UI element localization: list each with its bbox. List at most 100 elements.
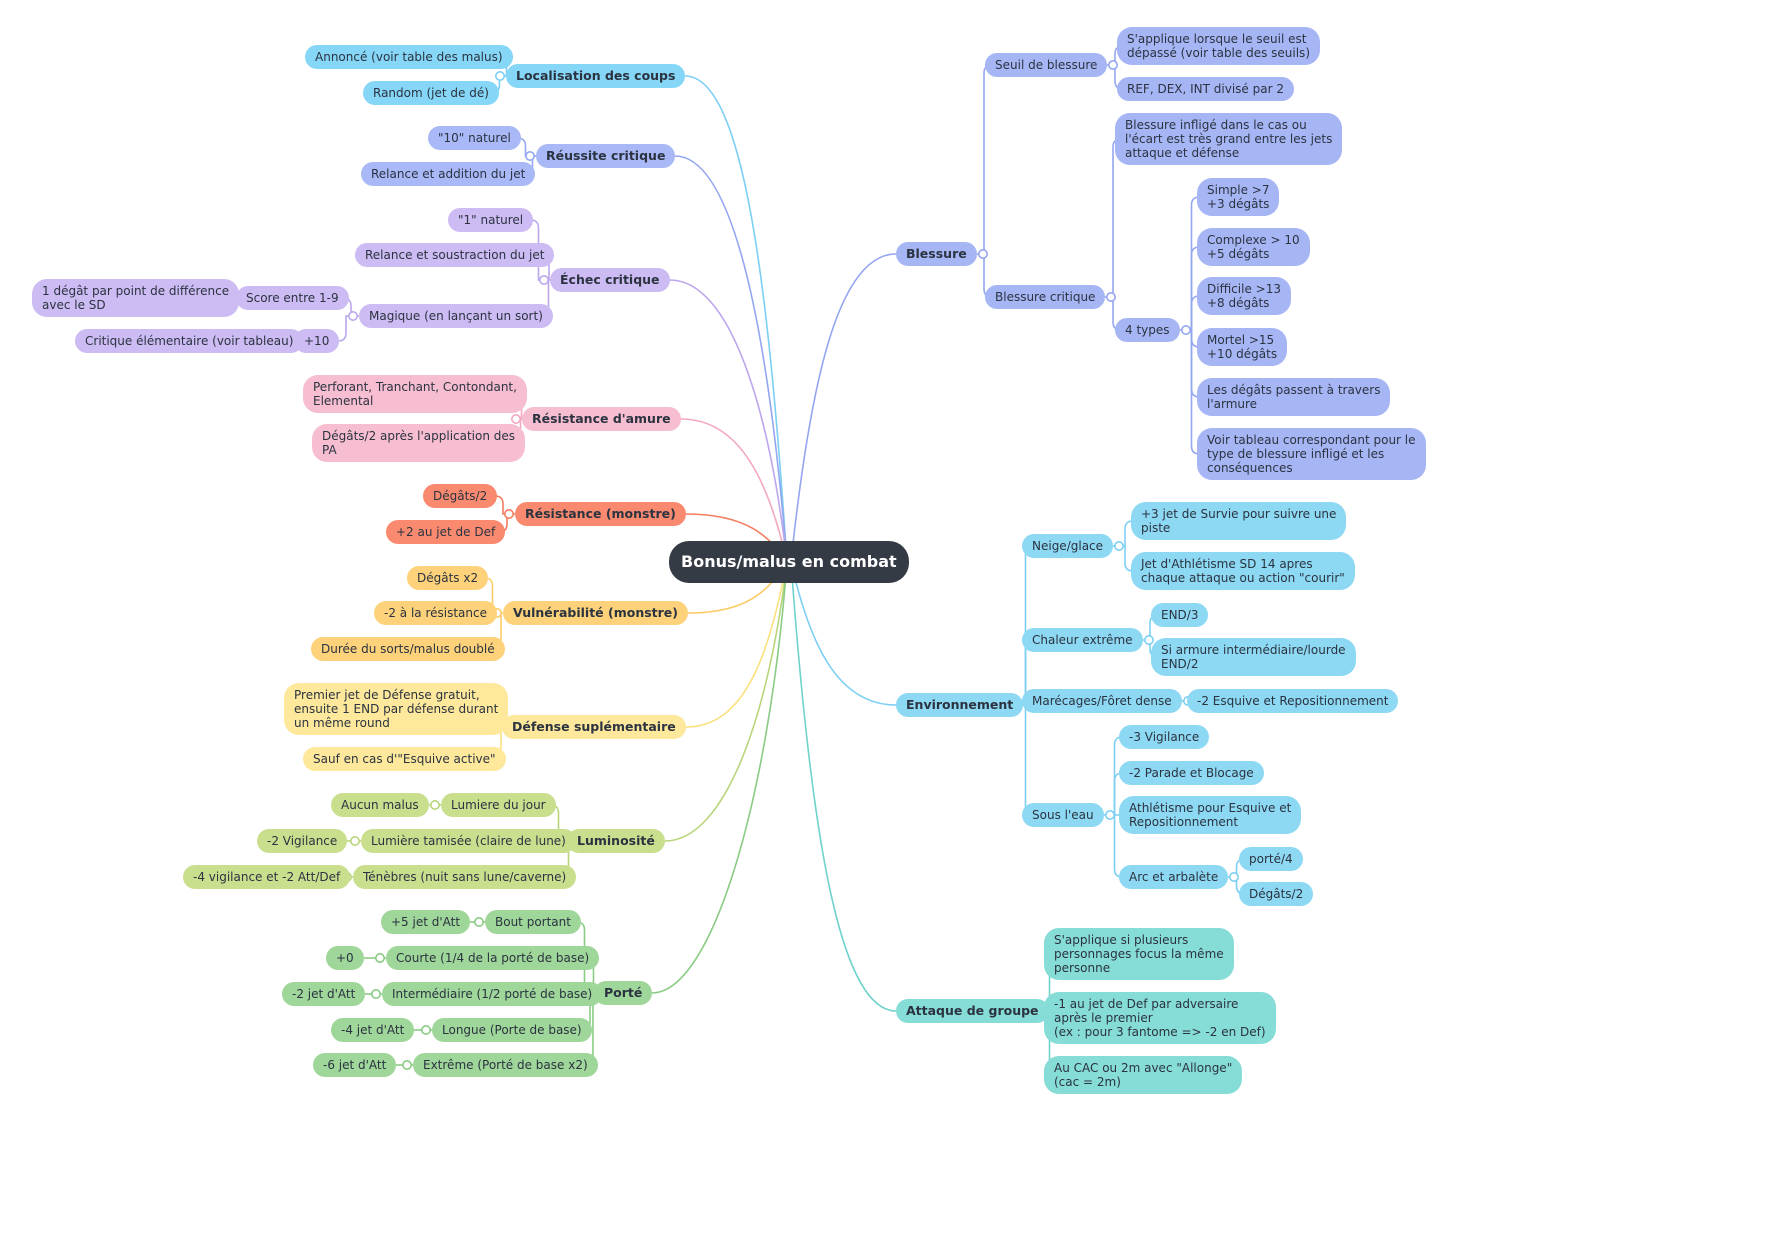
leaf-plus5-att[interactable]: +5 jet d'Att	[381, 910, 471, 934]
link-leaf-simple	[1186, 196, 1200, 331]
leaf-duree-double[interactable]: Durée du sorts/malus doublé	[311, 637, 505, 661]
branch-localisation[interactable]: Localisation des coups	[506, 64, 686, 88]
node-intermediaire[interactable]: Intermédiaire (1/2 porté de base)	[382, 982, 603, 1006]
leaf-parade-blocage[interactable]: -2 Parade et Blocage	[1119, 761, 1264, 785]
leaf-mortel[interactable]: Mortel >15 +10 dégâts	[1197, 328, 1288, 366]
leaf-moins6-att[interactable]: -6 jet d'Att	[313, 1053, 397, 1077]
leaf-athletisme-sd14[interactable]: Jet d'Athlétisme SD 14 apres chaque atta…	[1131, 552, 1355, 590]
leaf-degats-x2[interactable]: Dégâts x2	[407, 566, 489, 590]
leaf-applique-seuil[interactable]: S'applique lorsque le seuil est dépassé …	[1117, 27, 1320, 65]
leaf-esquive-repo[interactable]: -2 Esquive et Repositionnement	[1187, 689, 1399, 713]
branch-resistance-monstre[interactable]: Résistance (monstre)	[515, 502, 686, 526]
leaf-relance-soustraction[interactable]: Relance et soustraction du jet	[355, 243, 555, 267]
leaf-moins4-att[interactable]: -4 jet d'Att	[331, 1018, 415, 1042]
branch-environnement[interactable]: Environnement	[896, 693, 1024, 717]
leaf-relance-addition[interactable]: Relance et addition du jet	[361, 162, 536, 186]
node-extreme[interactable]: Extrême (Porté de base x2)	[413, 1053, 598, 1077]
leaf-plus2-def[interactable]: +2 au jet de Def	[386, 520, 506, 544]
node-bout-portant[interactable]: Bout portant	[485, 910, 581, 934]
link-leaf-degats-2	[494, 495, 509, 515]
branch-vulnerabilite[interactable]: Vulnérabilité (monstre)	[503, 601, 688, 625]
leaf-degats-2-eau[interactable]: Dégâts/2	[1239, 882, 1314, 906]
branch-luminosite[interactable]: Luminosité	[567, 829, 665, 853]
link-node-seuil-blessure	[983, 64, 993, 255]
branch-resistance-amure[interactable]: Résistance d'amure	[522, 407, 681, 431]
leaf-complexe[interactable]: Complexe > 10 +5 dégâts	[1197, 228, 1310, 266]
node-neige-glace[interactable]: Neige/glace	[1022, 534, 1114, 558]
leaf-perforant[interactable]: Perforant, Tranchant, Contondant, Elemen…	[303, 375, 527, 413]
connector-dot-node-lumiere-tamisee	[349, 835, 360, 846]
leaf-moins2-att[interactable]: -2 jet d'Att	[282, 982, 366, 1006]
node-blessure-critique[interactable]: Blessure critique	[985, 285, 1106, 309]
branch-porte[interactable]: Porté	[594, 981, 653, 1005]
node-sous-eau[interactable]: Sous l'eau	[1022, 803, 1104, 827]
leaf-degats-2[interactable]: Dégâts/2	[423, 484, 498, 508]
leaf-moins2-vigilance[interactable]: -2 Vigilance	[257, 829, 348, 853]
connector-dot-node-4-types	[1181, 324, 1192, 335]
leaf-simple[interactable]: Simple >7 +3 dégâts	[1197, 178, 1280, 216]
leaf-degats-pa[interactable]: Dégâts/2 après l'application des PA	[312, 424, 526, 462]
leaf-moins1-def[interactable]: -1 au jet de Def par adversaire après le…	[1044, 992, 1276, 1044]
link-root-branch-porte	[651, 561, 788, 994]
leaf-survie[interactable]: +3 jet de Survie pour suivre une piste	[1131, 502, 1347, 540]
branch-defense-supplementaire[interactable]: Défense suplémentaire	[502, 715, 686, 739]
leaf-degat-difference[interactable]: 1 dégât par point de différence avec le …	[32, 279, 240, 317]
connector-dot-node-neige-glace	[1114, 540, 1125, 551]
leaf-porte-4[interactable]: porté/4	[1239, 847, 1303, 871]
leaf-esquive-active[interactable]: Sauf en cas d'"Esquive active"	[303, 747, 506, 771]
leaf-difficile[interactable]: Difficile >13 +8 dégâts	[1197, 277, 1291, 315]
leaf-armure-lourde[interactable]: Si armure intermédiaire/lourde END/2	[1151, 638, 1356, 676]
leaf-athletisme-esquive[interactable]: Athlétisme pour Esquive et Repositionnem…	[1119, 796, 1302, 834]
connector-dot-node-sous-eau	[1105, 809, 1116, 820]
leaf-random[interactable]: Random (jet de dé)	[363, 81, 499, 105]
node-chaleur[interactable]: Chaleur extrême	[1022, 628, 1143, 652]
branch-reussite-critique[interactable]: Réussite critique	[536, 144, 676, 168]
node-seuil-blessure[interactable]: Seuil de blessure	[985, 53, 1108, 77]
leaf-plusieurs-personnages[interactable]: S'applique si plusieurs personnages focu…	[1044, 928, 1234, 980]
leaf-premier-jet[interactable]: Premier jet de Défense gratuit, ensuite …	[284, 683, 509, 735]
node-score-1-9[interactable]: Score entre 1-9	[236, 286, 349, 310]
leaf-blessure-infligee[interactable]: Blessure infligé dans le cas ou l'écart …	[1115, 113, 1343, 165]
branch-echec-critique[interactable]: Échec critique	[550, 268, 670, 292]
node-lumiere-tamisee[interactable]: Lumière tamisée (claire de lune)	[361, 829, 576, 853]
node-lumiere-jour[interactable]: Lumiere du jour	[441, 793, 556, 817]
link-node-neige-glace	[1022, 545, 1034, 706]
link-root-branch-attaque-groupe	[790, 561, 897, 1012]
connector-dot-node-chaleur	[1144, 634, 1155, 645]
connector-dot-node-arc-arbalete	[1229, 871, 1240, 882]
connector-dot-branch-blessure	[977, 249, 988, 260]
node-magique[interactable]: Magique (en lançant un sort)	[359, 304, 553, 328]
branch-attaque-groupe[interactable]: Attaque de groupe	[896, 999, 1049, 1023]
link-leaf-athletisme-sd14	[1119, 545, 1134, 572]
connector-dot-node-extreme	[401, 1060, 412, 1071]
node-marecages[interactable]: Marécages/Fôret dense	[1022, 689, 1182, 713]
leaf-voir-tableau[interactable]: Voir tableau correspondant pour le type …	[1197, 428, 1426, 480]
leaf-1-naturel[interactable]: "1" naturel	[448, 208, 534, 232]
leaf-traverse-armure[interactable]: Les dégâts passent à travers l'armure	[1197, 378, 1391, 416]
node-arc-arbalete[interactable]: Arc et arbalète	[1119, 865, 1229, 889]
branch-blessure[interactable]: Blessure	[896, 242, 977, 266]
link-root-branch-reussite-critique	[674, 155, 788, 563]
link-node-plus-10	[337, 315, 353, 342]
connector-dot-branch-reussite-critique	[524, 151, 535, 162]
leaf-moins4-vigilance[interactable]: -4 vigilance et -2 Att/Def	[183, 865, 351, 889]
link-root-branch-defense-supplementaire	[685, 561, 788, 728]
leaf-10-naturel[interactable]: "10" naturel	[428, 126, 521, 150]
leaf-ref-dex-int[interactable]: REF, DEX, INT divisé par 2	[1117, 77, 1294, 101]
node-tenebres[interactable]: Ténèbres (nuit sans lune/caverne)	[353, 865, 577, 889]
leaf-critique-elementaire[interactable]: Critique élémentaire (voir tableau)	[75, 329, 304, 353]
connector-dot-node-longue	[420, 1025, 431, 1036]
leaf-moins2-resistance[interactable]: -2 à la résistance	[374, 601, 497, 625]
leaf-moins3-vigilance[interactable]: -3 Vigilance	[1119, 725, 1210, 749]
link-root-branch-blessure	[790, 253, 897, 563]
root-node[interactable]: Bonus/malus en combat	[669, 541, 909, 583]
leaf-annonce[interactable]: Annoncé (voir table des malus)	[305, 45, 513, 69]
node-longue[interactable]: Longue (Porte de base)	[432, 1018, 592, 1042]
leaf-aucun-malus[interactable]: Aucun malus	[331, 793, 429, 817]
node-4-types[interactable]: 4 types	[1115, 318, 1180, 342]
leaf-plus0[interactable]: +0	[326, 946, 364, 970]
node-courte[interactable]: Courte (1/4 de la porté de base)	[386, 946, 600, 970]
leaf-cac-allonge[interactable]: Au CAC ou 2m avec "Allonge" (cac = 2m)	[1044, 1056, 1243, 1094]
leaf-end3[interactable]: END/3	[1151, 603, 1209, 627]
